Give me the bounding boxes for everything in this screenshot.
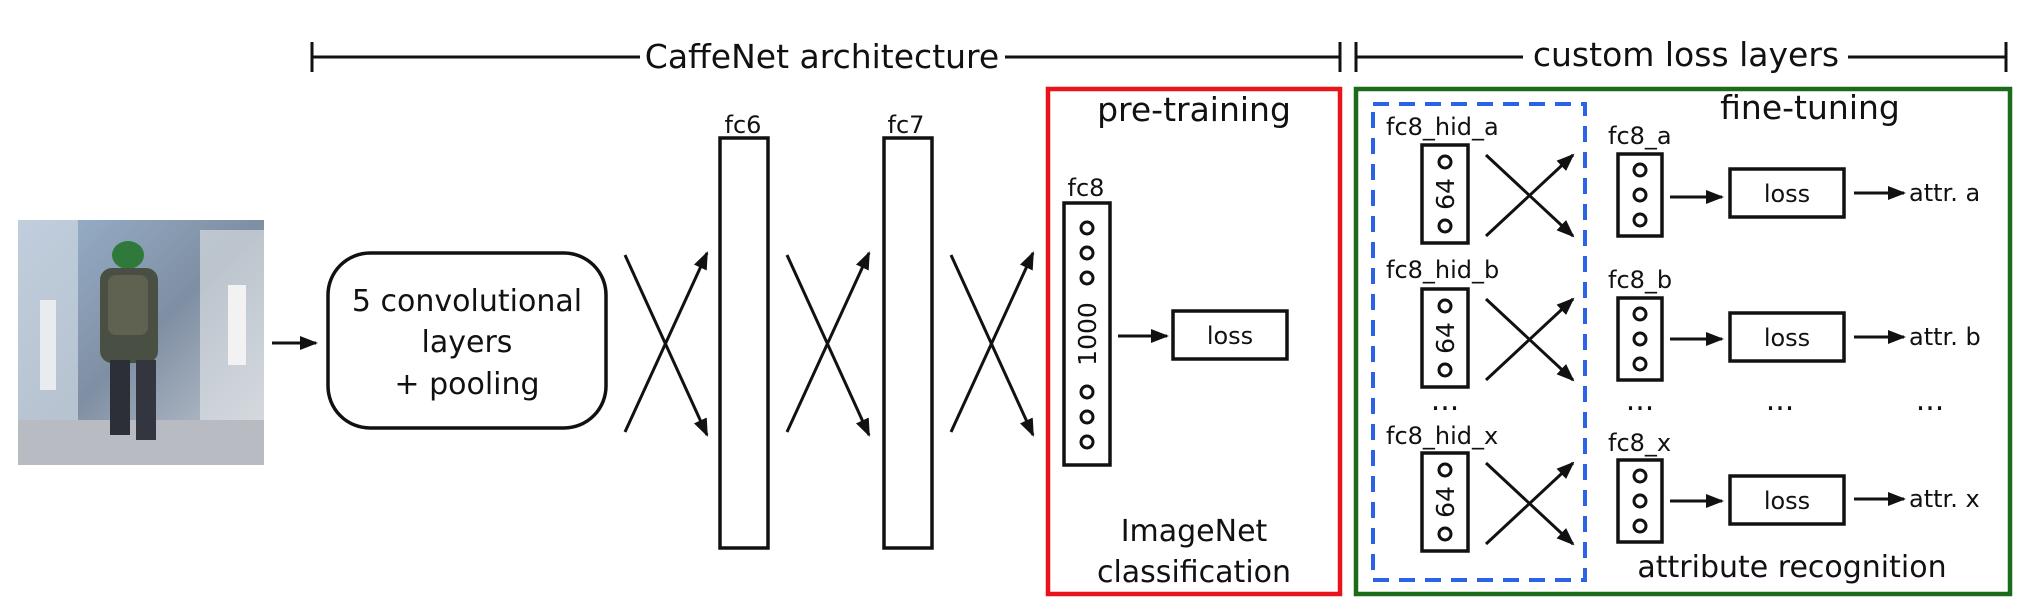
neuron-dot bbox=[1632, 468, 1648, 484]
attribute-b-label: attr. b bbox=[1909, 323, 1981, 351]
neuron-dot bbox=[1079, 245, 1095, 261]
output-layer-x-label: fc8_x bbox=[1608, 429, 1671, 457]
pretraining-caption-line1: ImageNet bbox=[1121, 514, 1268, 549]
pedestrian-photo-image bbox=[18, 220, 264, 465]
neuron-dot bbox=[1079, 220, 1095, 236]
neuron-dot bbox=[1632, 493, 1648, 509]
connection-conv-to-fc6 bbox=[623, 251, 709, 437]
hidden-layers-group bbox=[1371, 102, 1587, 582]
neuron-dot bbox=[1437, 298, 1453, 314]
neuron-dot bbox=[1632, 356, 1648, 372]
loss-label-a: loss bbox=[1764, 180, 1810, 208]
ellipsis-row: ... ... ... ... bbox=[1431, 383, 1945, 418]
output-layer-a-label: fc8_a bbox=[1608, 122, 1672, 150]
ellipsis-output: ... bbox=[1626, 383, 1655, 418]
attribute-row-b: fc8_hid_b 64 fc8_b loss attr. b bbox=[1386, 256, 1981, 389]
finetuning-panel: fine-tuning attribute recognition fc8_hi… bbox=[1353, 86, 2013, 597]
neuron-dot bbox=[1437, 218, 1453, 234]
pretraining-loss-label: loss bbox=[1207, 322, 1253, 350]
connection-arrow bbox=[1484, 153, 1575, 238]
pretraining-caption-line2: classification bbox=[1097, 555, 1291, 590]
fc8-size-label: 1000 bbox=[1073, 302, 1102, 366]
hidden-layer-b-label: fc8_hid_b bbox=[1386, 256, 1499, 284]
hidden-layer-x-size: 64 bbox=[1431, 486, 1460, 518]
connection-fc6-to-fc7 bbox=[785, 251, 871, 437]
neuron-dot bbox=[1632, 187, 1648, 203]
hidden-layer-x-label: fc8_hid_x bbox=[1386, 422, 1498, 450]
pretraining-panel: pre-training fc8 1000 loss ImageNet clas… bbox=[1045, 86, 1343, 597]
pretraining-loss-box bbox=[1171, 309, 1289, 361]
neuron-dot bbox=[1079, 384, 1095, 400]
attribute-a-label: attr. a bbox=[1909, 179, 1980, 207]
pretraining-title: pre-training bbox=[1097, 90, 1291, 129]
fc7-layer: fc7 bbox=[882, 111, 934, 550]
neuron-dot bbox=[1632, 212, 1648, 228]
header-caffenet-bracket: CaffeNet architecture bbox=[310, 37, 1342, 76]
attribute-row-a: fc8_hid_a 64 fc8_a loss attr. a bbox=[1386, 113, 1980, 245]
conv-label-line2: layers bbox=[422, 325, 513, 360]
ellipsis-attr: ... bbox=[1916, 383, 1945, 418]
hidden-layer-a-label: fc8_hid_a bbox=[1386, 113, 1499, 141]
hidden-layer-b-size: 64 bbox=[1431, 322, 1460, 354]
fc7-label: fc7 bbox=[888, 111, 925, 139]
attribute-x-label: attr. x bbox=[1909, 485, 1980, 513]
neuron-dot bbox=[1437, 462, 1453, 478]
loss-box-b bbox=[1728, 311, 1846, 363]
connection-fc7-to-fc8 bbox=[949, 251, 1035, 437]
hidden-layer-a-size: 64 bbox=[1431, 178, 1460, 210]
conv-label-line3: + pooling bbox=[394, 367, 539, 402]
conv-label-line1: 5 convolutional bbox=[352, 284, 582, 319]
neuron-dot bbox=[1632, 162, 1648, 178]
ellipsis-hidden: ... bbox=[1431, 383, 1460, 418]
conv-layers-block: 5 convolutional layers + pooling bbox=[326, 251, 608, 430]
header-custom-bracket: custom loss layers bbox=[1354, 35, 2008, 74]
custom-loss-layers-label: custom loss layers bbox=[1533, 35, 1839, 74]
loss-label-b: loss bbox=[1764, 324, 1810, 352]
neuron-dot bbox=[1632, 331, 1648, 347]
neuron-dot bbox=[1437, 526, 1453, 542]
finetuning-caption: attribute recognition bbox=[1637, 550, 1946, 585]
neuron-dot bbox=[1437, 154, 1453, 170]
output-layer-b-label: fc8_b bbox=[1608, 266, 1672, 294]
ellipsis-loss: ... bbox=[1766, 383, 1795, 418]
connection-arrow bbox=[1484, 461, 1575, 546]
neuron-dot bbox=[1079, 434, 1095, 450]
neuron-dot bbox=[1437, 362, 1453, 378]
loss-label-x: loss bbox=[1764, 487, 1810, 515]
fc6-layer: fc6 bbox=[718, 111, 770, 550]
fc6-label: fc6 bbox=[725, 111, 762, 139]
loss-box-x bbox=[1728, 474, 1846, 526]
neuron-dot bbox=[1632, 518, 1648, 534]
fc8-label: fc8 bbox=[1068, 174, 1105, 202]
neuron-dot bbox=[1079, 409, 1095, 425]
neuron-dot bbox=[1632, 306, 1648, 322]
loss-box-a bbox=[1728, 167, 1846, 219]
caffenet-architecture-label: CaffeNet architecture bbox=[645, 37, 999, 76]
finetuning-border bbox=[1353, 86, 2013, 597]
neuron-dot bbox=[1079, 270, 1095, 286]
connection-arrow bbox=[1484, 297, 1575, 382]
finetuning-title: fine-tuning bbox=[1720, 88, 1900, 127]
attribute-row-x: fc8_hid_x 64 fc8_x loss attr. x bbox=[1386, 422, 1980, 553]
pretraining-border bbox=[1045, 86, 1343, 597]
